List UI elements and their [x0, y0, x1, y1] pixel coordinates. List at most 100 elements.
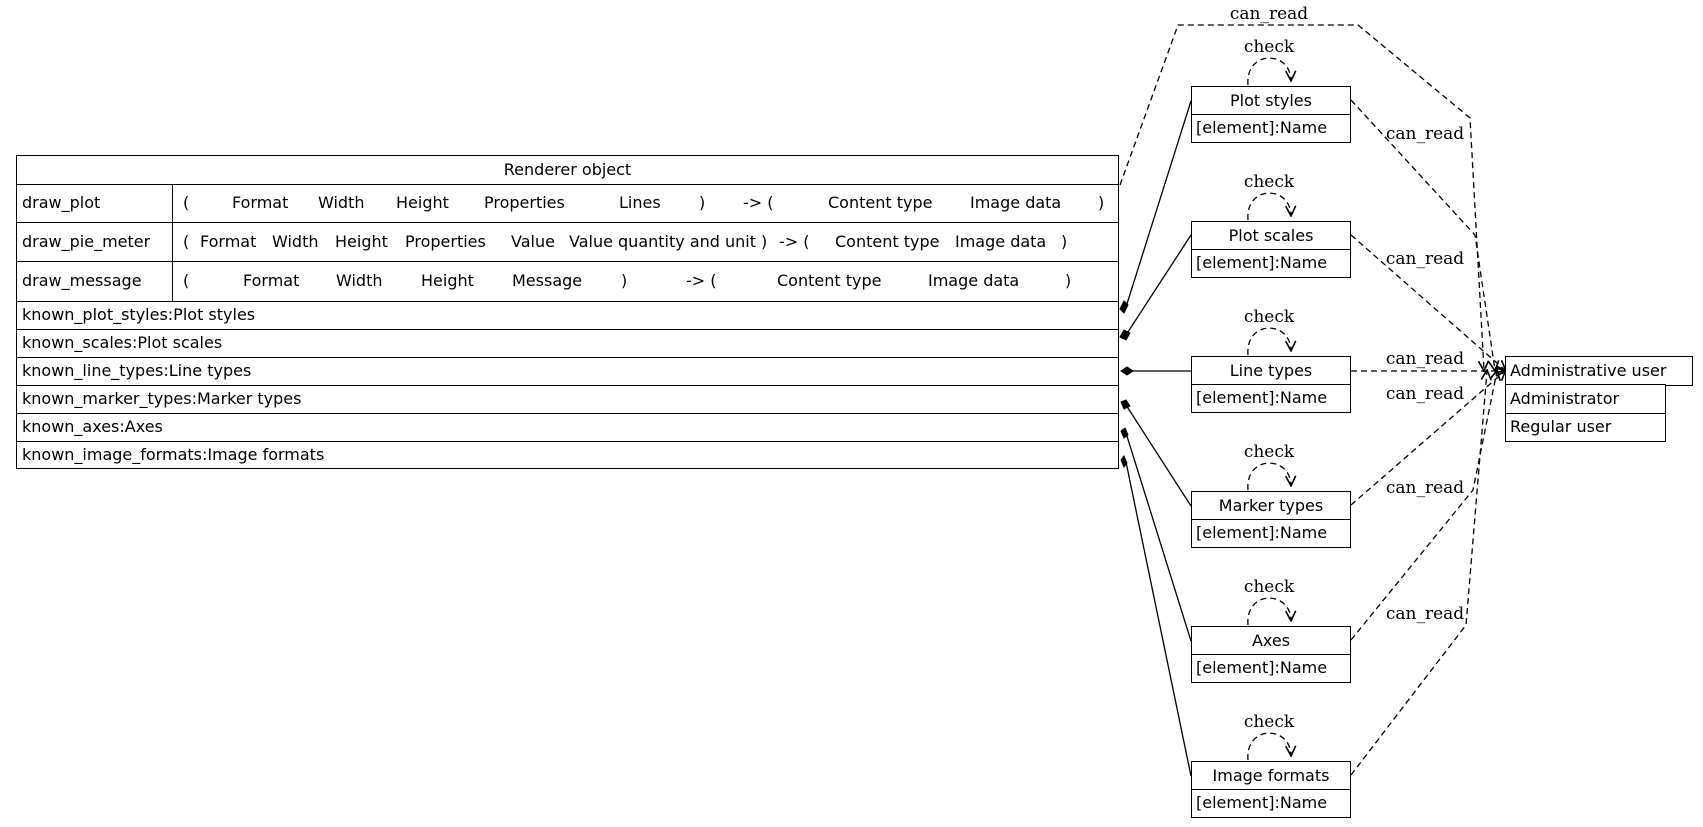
can-read-image-formats — [1350, 371, 1487, 776]
renderer-title: Renderer object — [503, 160, 632, 179]
param: Properties — [405, 232, 486, 251]
close-paren: ) — [1065, 271, 1072, 290]
can-read-label-image-formats: can_read — [1386, 604, 1464, 624]
method-name-draw-pie-meter: draw_pie_meter — [22, 231, 151, 251]
open-paren: ( — [183, 232, 190, 251]
enum-row: [element]:Name — [1196, 118, 1328, 137]
enum-row: [element]:Name — [1196, 793, 1328, 812]
enum-row: [element]:Name — [1196, 523, 1328, 542]
return-value: Image data — [928, 271, 1020, 290]
composition-plot-scales — [1125, 234, 1192, 336]
composition-image-formats — [1125, 461, 1192, 777]
can-read-label-plot-scales: can_read — [1386, 249, 1464, 269]
close-paren: ) — [1061, 232, 1068, 251]
param: Width — [318, 193, 365, 212]
field-known-axes: known_axes:Axes — [22, 417, 163, 436]
return-value: Image data — [970, 193, 1062, 212]
enum-box-axes: Axes [element]:Name — [1191, 626, 1351, 683]
can-read-marker-types — [1350, 371, 1505, 506]
param: Lines — [619, 193, 661, 212]
enum-row: [element]:Name — [1196, 388, 1328, 407]
diamond-plot-scales — [1119, 329, 1131, 341]
diamond-plot-styles — [1119, 300, 1129, 314]
field-known-plot-styles: known_plot_styles:Plot styles — [22, 305, 256, 324]
close-paren: ) — [621, 271, 628, 290]
param: Height — [421, 271, 474, 290]
check-label-marker-types: check — [1244, 442, 1295, 462]
user-row-regular: Regular user — [1510, 417, 1612, 436]
renderer-object-box: Renderer object draw_plot ( Format Width… — [16, 155, 1119, 469]
enum-row: [element]:Name — [1196, 253, 1328, 272]
can-read-label-renderer: can_read — [1230, 4, 1308, 24]
diamond-axes — [1120, 427, 1129, 439]
return-arrow: -> ( — [779, 232, 810, 251]
composition-marker-types — [1125, 404, 1192, 507]
param: Width — [336, 271, 383, 290]
close-paren: ) — [761, 232, 768, 251]
check-loop-marker-types — [1247, 462, 1291, 491]
enum-box-marker-types: Marker types [element]:Name — [1191, 491, 1351, 548]
can-read-label-axes: can_read — [1386, 478, 1464, 498]
enum-title: Marker types — [1218, 495, 1324, 515]
method-name-draw-plot: draw_plot — [22, 193, 101, 212]
can-read-label-plot-styles: can_read — [1386, 124, 1464, 144]
can-read-plot-styles — [1350, 99, 1495, 370]
diamond-image-formats — [1120, 455, 1128, 468]
return-arrow: -> ( — [743, 193, 774, 212]
field-known-image-formats: known_image_formats:Image formats — [22, 445, 325, 464]
check-loop-line-types — [1247, 327, 1291, 356]
param: Format — [232, 193, 289, 212]
param: Message — [512, 271, 583, 290]
field-known-scales: known_scales:Plot scales — [22, 333, 223, 352]
can-read-axes — [1350, 371, 1497, 641]
can-read-label-marker-types: can_read — [1386, 384, 1464, 404]
can-read-renderer — [1119, 24, 1484, 370]
enum-title: Axes — [1251, 630, 1291, 650]
can-read-plot-scales — [1350, 234, 1505, 370]
check-label-image-formats: check — [1244, 712, 1295, 732]
param: Value — [511, 232, 555, 251]
close-paren: ) — [1098, 193, 1105, 212]
enum-title: Image formats — [1212, 765, 1330, 785]
method-name-draw-message: draw_message — [22, 271, 142, 290]
param: Properties — [484, 193, 565, 212]
enum-box-line-types: Line types [element]:Name — [1191, 356, 1351, 413]
enum-title: Plot scales — [1228, 225, 1314, 245]
check-loop-plot-scales — [1247, 192, 1291, 221]
close-paren: ) — [699, 193, 706, 212]
param: Format — [243, 271, 300, 290]
enum-title: Line types — [1229, 360, 1313, 380]
param: Height — [396, 193, 449, 212]
user-row-administrator: Administrator — [1510, 389, 1620, 408]
param: Width — [272, 232, 319, 251]
param: Format — [200, 232, 257, 251]
administrative-user-list: Administrator Regular user — [1505, 384, 1666, 442]
check-label-axes: check — [1244, 577, 1295, 597]
enum-row: [element]:Name — [1196, 658, 1328, 677]
enum-box-image-formats: Image formats [element]:Name — [1191, 761, 1351, 818]
check-loop-image-formats — [1247, 732, 1291, 761]
enum-box-plot-styles: Plot styles [element]:Name — [1191, 86, 1351, 143]
return-value: Content type — [835, 232, 940, 251]
users-title: Administrative user — [1510, 361, 1667, 380]
check-label-plot-styles: check — [1244, 37, 1295, 57]
check-loop-plot-styles — [1247, 57, 1291, 86]
can-read-label-line-types: can_read — [1386, 349, 1464, 369]
return-value: Content type — [777, 271, 882, 290]
open-paren: ( — [183, 193, 190, 212]
return-arrow: -> ( — [686, 271, 717, 290]
param: Height — [335, 232, 388, 251]
return-value: Image data — [955, 232, 1047, 251]
administrative-user-header: Administrative user — [1505, 356, 1693, 386]
field-known-line-types: known_line_types:Line types — [22, 361, 252, 380]
diamond-marker-types — [1120, 399, 1131, 410]
open-paren: ( — [183, 271, 190, 290]
enum-title: Plot styles — [1230, 90, 1312, 110]
field-known-marker-types: known_marker_types:Marker types — [22, 389, 302, 408]
composition-plot-styles — [1125, 100, 1192, 308]
check-loop-axes — [1247, 597, 1291, 626]
composition-axes — [1125, 432, 1192, 642]
check-label-plot-scales: check — [1244, 172, 1295, 192]
enum-box-plot-scales: Plot scales [element]:Name — [1191, 221, 1351, 278]
